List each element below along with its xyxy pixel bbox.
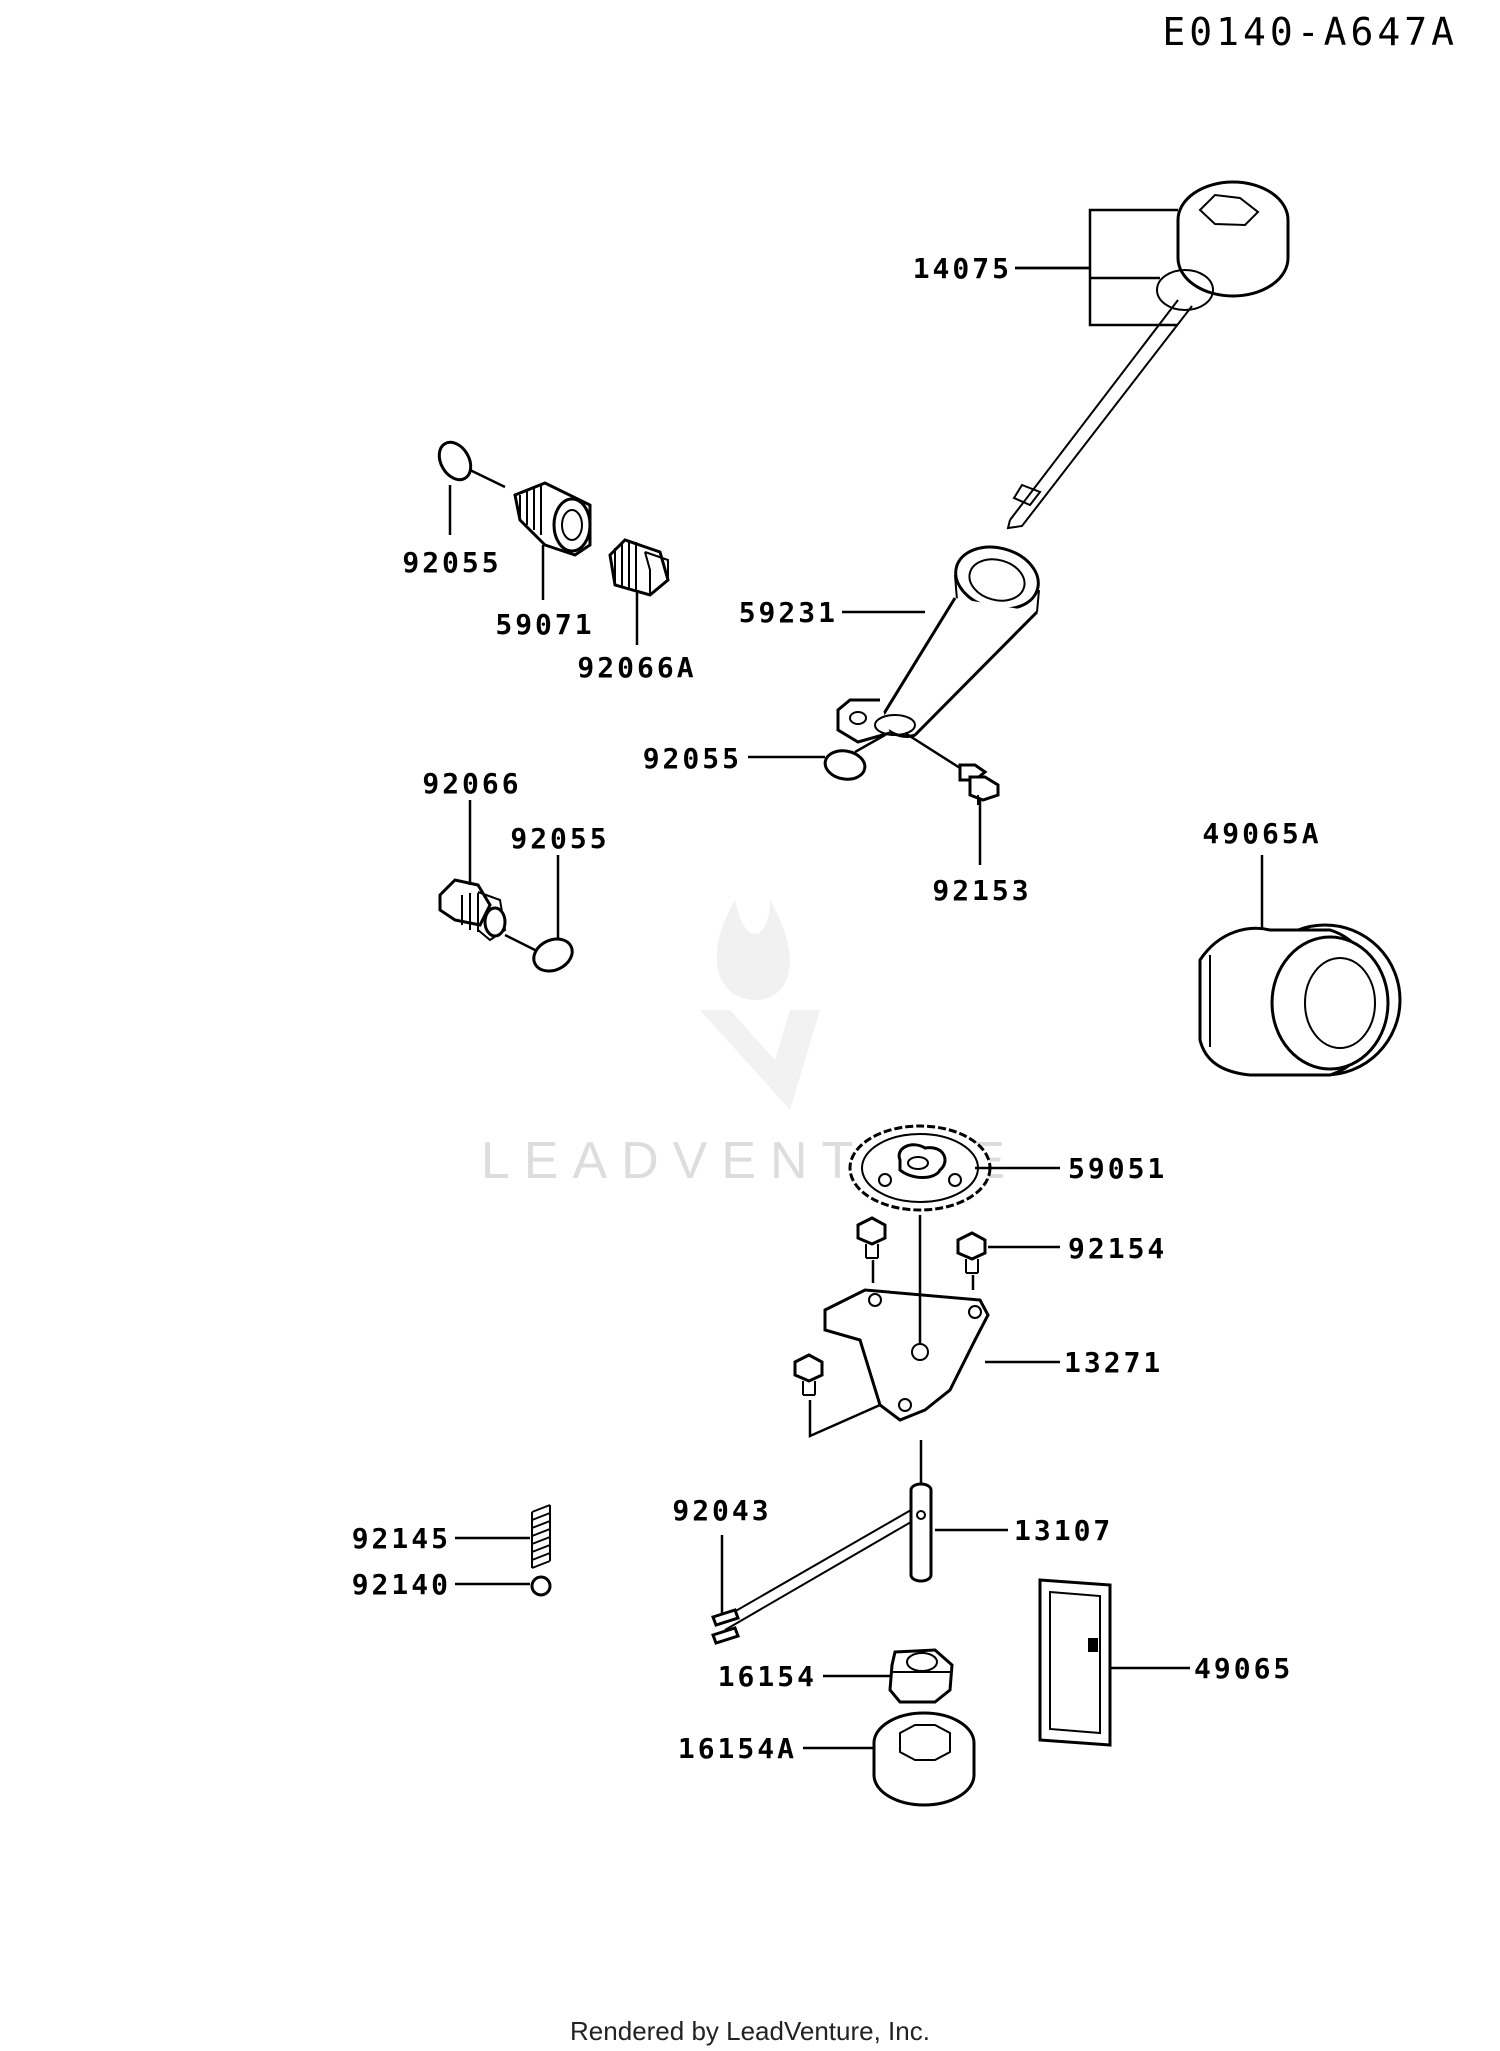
leader-92055-low — [504, 855, 560, 952]
part-label-49065A: 49065A — [1202, 817, 1321, 850]
part-label-49065: 49065 — [1194, 1652, 1293, 1685]
part-92055-oring-mid — [823, 749, 867, 781]
part-92145-drawing — [531, 1504, 551, 1569]
part-92043-drawing — [711, 1608, 740, 1645]
part-92153-drawing — [958, 763, 1000, 805]
part-label-92066A: 92066A — [577, 651, 696, 684]
part-13271-drawing — [808, 1215, 990, 1438]
part-label-13271: 13271 — [1064, 1346, 1163, 1379]
part-label-92055-mid: 92055 — [643, 742, 742, 775]
part-92066A-drawing — [608, 538, 670, 597]
part-49065A-drawing — [1198, 923, 1402, 1077]
part-label-92055-top: 92055 — [402, 546, 501, 579]
part-label-16154: 16154 — [718, 1660, 817, 1693]
part-label-92140: 92140 — [352, 1568, 451, 1601]
part-label-92055-low: 92055 — [510, 822, 609, 855]
part-13107-drawing — [719, 1440, 933, 1631]
part-label-92066: 92066 — [422, 767, 521, 800]
part-92140-drawing — [530, 1575, 552, 1597]
diagram-code: E0140-A647A — [1162, 10, 1458, 54]
part-92066-drawing — [438, 878, 507, 942]
part-14075-drawing — [1006, 180, 1290, 530]
watermark-logo — [700, 900, 820, 1110]
part-92055-oring-low — [532, 937, 574, 973]
part-92154-drawing — [793, 1216, 987, 1396]
part-label-16154A: 16154A — [678, 1732, 797, 1765]
leader-92055-mid — [748, 733, 886, 759]
part-59051-drawing — [848, 1124, 992, 1212]
part-label-92145: 92145 — [352, 1522, 451, 1555]
part-label-92153: 92153 — [932, 874, 1031, 907]
part-59231-drawing — [836, 545, 1040, 744]
part-16154A-drawing — [872, 1711, 976, 1807]
footer-credit: Rendered by LeadVenture, Inc. — [570, 2016, 930, 2046]
part-59071-drawing — [513, 481, 592, 557]
part-label-14075: 14075 — [913, 252, 1012, 285]
part-label-59051: 59051 — [1068, 1152, 1167, 1185]
part-label-92043: 92043 — [672, 1494, 771, 1527]
part-49065-drawing — [1038, 1578, 1112, 1747]
part-label-59231: 59231 — [739, 596, 838, 629]
part-label-59071: 59071 — [495, 608, 594, 641]
part-16154-drawing — [888, 1648, 954, 1704]
part-label-13107: 13107 — [1014, 1514, 1113, 1547]
leader-92153 — [904, 731, 982, 865]
leader-92055-top — [448, 468, 506, 535]
leader-92154 — [871, 1245, 1060, 1290]
part-92055-oring-top — [437, 440, 473, 482]
part-label-92154: 92154 — [1068, 1232, 1167, 1265]
